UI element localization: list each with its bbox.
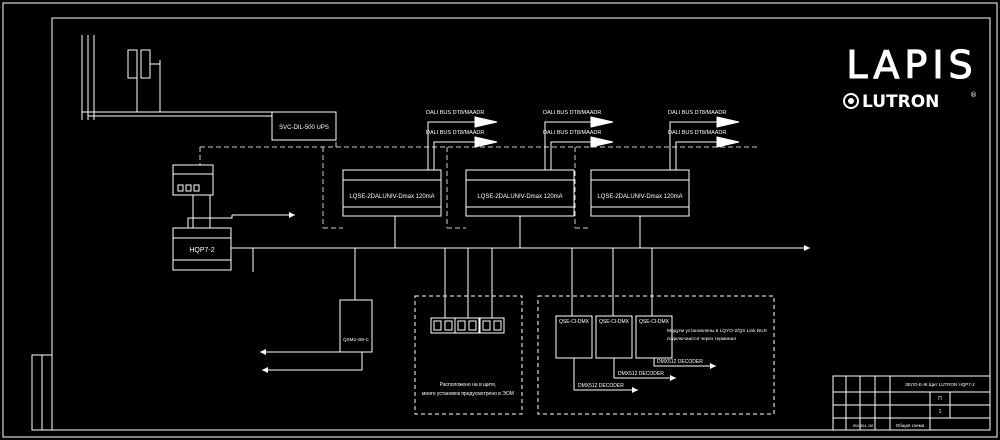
label-title_block-drawing_title: Общая схема xyxy=(896,423,925,428)
label-decoders-0: DMX512 DECODER xyxy=(578,383,624,389)
controller-2: LQSE-2DALUNIV-Dmax 120mA xyxy=(465,169,575,217)
label-controllers-1: LQSE-2DALUNIV-Dmax 120mA xyxy=(477,194,562,200)
lutron-logo: LUTRON ® xyxy=(843,91,977,112)
label-logos-secondary: LUTRON xyxy=(862,92,939,112)
keypad-1 xyxy=(430,317,456,334)
dali-outputs xyxy=(427,116,740,170)
label-qsm-label: QSM2-4W-C xyxy=(343,337,369,342)
keypad-3 xyxy=(479,317,505,334)
label-title_block-sheet: П xyxy=(938,396,942,402)
label-dali_labels-0: DALI BUS DT8/MAADR xyxy=(426,110,484,116)
hqp7-2-processor: HQP7-2 xyxy=(172,227,232,271)
label-controllers-2: LQSE-2DALUNIV-Dmax 120mA xyxy=(597,194,682,200)
label-logos-registered: ® xyxy=(970,91,977,99)
left-margin-strip xyxy=(31,354,53,431)
label-dali_labels-5: DALI BUS DT8/MAADR xyxy=(668,130,726,136)
ups-label: SVC-DIL-500 UPS xyxy=(279,125,329,131)
ups-unit: SVC-DIL-500 UPS xyxy=(271,111,337,141)
power-bus xyxy=(199,140,760,229)
label-dmx_modules-2: QSE-CI-DMX xyxy=(639,319,670,325)
label-dali_labels-2: DALI BUS DT8/MAADR xyxy=(543,110,601,116)
controller-1: LQSE-2DALUNIV-Dmax 120mA xyxy=(342,169,442,217)
label-dali_labels-1: DALI BUS DT8/MAADR xyxy=(426,130,484,136)
supply-feed xyxy=(81,35,272,120)
power-supply-unit xyxy=(172,164,214,196)
label-title_block-code: ЛМ-501-ЭЛ xyxy=(853,423,874,428)
label-dali_labels-4: DALI BUS DT8/MAADR xyxy=(668,110,726,116)
label-dali_labels-3: DALI BUS DT8/MAADR xyxy=(543,130,601,136)
inner-frame xyxy=(51,17,991,431)
qsm-module: QSM2-4W-C xyxy=(260,299,373,373)
label-logos-primary: LAPIS xyxy=(846,43,977,87)
controller-3: LQSE-2DALUNIV-Dmax 120mA xyxy=(590,169,690,217)
label-title_block-sheet_no: 1 xyxy=(939,409,942,415)
lutron-sun-icon xyxy=(843,93,859,109)
keypad-enclosure: Расположено на в щите, много установок п… xyxy=(414,295,523,415)
label-decoders-1: DMX512 DECODER xyxy=(618,371,664,377)
label-dmx_note-1: подключаются через терминал xyxy=(667,337,736,342)
title-block xyxy=(832,375,991,431)
hqp-label: HQP7-2 xyxy=(189,247,214,254)
label-dmx_modules-0: QSE-CI-DMX xyxy=(559,319,590,325)
qs-link-bus xyxy=(231,216,810,318)
label-controllers-0: LQSE-2DALUNIV-Dmax 120mA xyxy=(349,194,434,200)
label-title_block-project: ЗЕЛО-Е-Ж Щит LUTRON HQP7-2 xyxy=(905,382,975,387)
keypad-2 xyxy=(454,317,480,334)
label-keypads_note-1: много установок предусмотрено в ЭОМ xyxy=(422,391,514,397)
label-decoders-2: DMX512 DECODER xyxy=(657,359,703,365)
label-keypads_note-0: Расположено на в щите, xyxy=(440,382,497,388)
hqp-wiring xyxy=(187,195,295,228)
label-dmx_note-0: Модули установлены в LQYO-2/QS Link BUS xyxy=(667,328,767,334)
dmx-enclosure: QSE-CI-DMX QSE-CI-DMX QSE-CI-DMX Модули … xyxy=(537,295,775,415)
label-dmx_modules-1: QSE-CI-DMX xyxy=(599,319,630,325)
lapis-logo: LAPIS xyxy=(846,42,977,87)
